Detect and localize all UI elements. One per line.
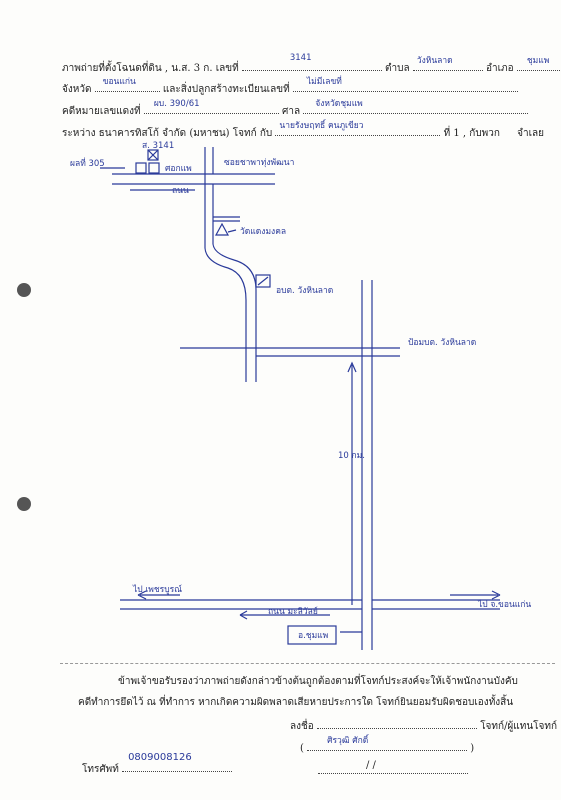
date-row: / /	[318, 760, 468, 777]
line4-suffix: ที่ 1 , กับพวก	[443, 128, 500, 139]
phone-label: โทรศัพท์	[82, 764, 119, 775]
sign-role: โจทก์/ผู้แทนโจทก์	[480, 721, 558, 732]
punch-hole-top	[17, 283, 31, 297]
sign-label: ลงชื่อ	[290, 721, 314, 732]
cert-line-1: ข้าพเจ้าขอรับรองว่าภาพถ่ายดังกล่าวข้างต้…	[118, 676, 518, 687]
signature-name-row: ( ศิรวุฒิ ศักดิ์ )	[300, 736, 474, 754]
line4-label: ระหว่าง ธนาคารทิสโก้ จำกัด (มหาชน) โจทก์…	[62, 128, 273, 139]
footer-divider	[60, 663, 555, 664]
line3-court-value: จังหวัดชุมแพ	[315, 99, 363, 109]
date-value: / /	[366, 760, 376, 771]
line4-tail: จำเลย	[517, 128, 545, 139]
cert-line-2: คดีทำการยึดไว้ ณ ที่ทำการ หากเกิดความผิด…	[78, 697, 514, 708]
line1-tambon-label: ตำบล	[385, 63, 410, 74]
map-district-label: อ.ชุมแพ	[298, 631, 329, 641]
line1-amphoe-label: อำเภอ	[486, 63, 514, 74]
map-road2-label: ถนน	[172, 186, 189, 196]
map-temple-label: วัดแดงมงคล	[240, 227, 287, 237]
line2-label: จังหวัด	[62, 84, 92, 95]
line1-amphoe-value: ชุมแพ	[526, 56, 550, 66]
line3-court-label: ศาล	[282, 106, 301, 117]
header-line-4: ระหว่าง ธนาคารทิสโก้ จำกัด (มหาชน) โจทก์…	[62, 121, 545, 141]
line2-building-value: ไม่มีเลขที่	[306, 77, 342, 87]
map-soi-label: ซอยชาพาทุ่งพัฒนา	[224, 158, 295, 168]
map-west-label: ไป เพชรบูรณ์	[133, 585, 183, 595]
sign-name: ศิรวุฒิ ศักดิ์	[327, 736, 369, 746]
line2-building-label: และสิ่งปลูกสร้างทะเบียนเลขที่	[162, 84, 290, 95]
header-line-1: ภาพถ่ายที่ตั้งโฉนดที่ดิน , น.ส. 3 ก. เลข…	[62, 53, 561, 76]
map-road1-label: ศอกแพ	[165, 164, 192, 174]
line2-value: ขอนแก่น	[102, 77, 136, 87]
map-left-road-label: ผลที่ 305	[70, 159, 105, 169]
line3-label: คดีหมายเลขแดงที่	[62, 106, 141, 117]
line1-label: ภาพถ่ายที่ตั้งโฉนดที่ดิน , น.ส. 3 ก. เลข…	[62, 63, 239, 74]
phone-row: โทรศัพท์ 0809008126	[82, 752, 233, 777]
map-junction-label: ป้อมบต. วังหินลาด	[408, 338, 477, 348]
signature-row: ลงชื่อ โจทก์/ผู้แทนโจทก์	[290, 717, 557, 734]
line4-value: นายรังษฤทธิ์ คนภูเขียว	[279, 121, 364, 131]
phone-value: 0809008126	[128, 752, 192, 763]
map-east-label: ไป จ.ขอนแก่น	[478, 600, 532, 610]
punch-hole-bottom	[17, 497, 31, 511]
line1-value: 3141	[289, 53, 312, 63]
map-school-label: อบต. วังหินลาด	[276, 286, 334, 296]
map-distance-label: 10 กม.	[338, 451, 365, 461]
line1-tambon-value: วังหินลาด	[416, 56, 453, 66]
header-line-3: คดีหมายเลขแดงที่ ผบ. 390/61 ศาล จังหวัดช…	[62, 99, 529, 119]
line3-value: ผบ. 390/61	[153, 99, 200, 109]
header-line-2: จังหวัด ขอนแก่น และสิ่งปลูกสร้างทะเบียนเ…	[62, 77, 518, 97]
map-highway-label: ถนน มะลิวัลย์	[268, 607, 318, 617]
map-plot-no: ส. 3141	[142, 141, 175, 151]
